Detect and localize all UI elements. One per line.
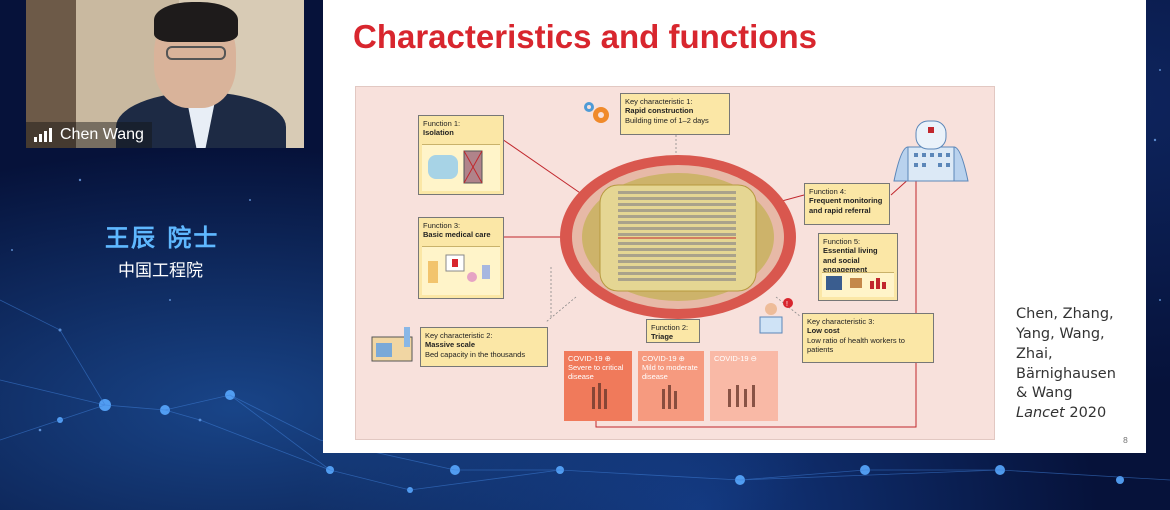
key2-heading: Key characteristic 2: <box>425 331 493 340</box>
f4-heading: Function 4: <box>809 187 847 196</box>
key3-heading: Key characteristic 3: <box>807 317 875 326</box>
key-characteristic-3-box: Key characteristic 3: Low cost Low ratio… <box>802 313 934 363</box>
citation-year: 2020 <box>1064 405 1107 422</box>
key3-detail: Low ratio of health workers to patients <box>807 335 905 355</box>
slide-page-number: 8 <box>1122 436 1128 445</box>
speaker-organization: 中国工程院 <box>118 261 203 281</box>
medicine-icon <box>428 254 490 283</box>
presentation-slide: Characteristics and functions <box>323 0 1146 453</box>
f3-title: Basic medical care <box>423 230 491 240</box>
speaker-name: Chen Wang <box>60 126 144 143</box>
function-2-box: Function 2: Triage <box>646 319 700 343</box>
speaker-video-tile[interactable] <box>26 0 304 148</box>
function-3-box: Function 3: Basic medical care <box>418 217 504 299</box>
hospital-diagram: ! Key characteristic 1: Rapid constructi… <box>355 86 995 440</box>
key2-detail: Bed capacity in the thousands <box>425 349 526 359</box>
citation-journal: Lancet <box>1016 405 1065 422</box>
speaker-chinese-name: 王辰 院士 <box>105 224 220 252</box>
speaker-glasses <box>166 46 226 60</box>
function-4-box: Function 4: Frequent monitoring and rapi… <box>804 183 890 225</box>
f5-title: Essential living and social engagement <box>823 246 878 275</box>
key2-title: Massive scale <box>425 340 476 350</box>
citation-line-4: Bärnighausen <box>1016 365 1116 382</box>
diagram-graphics: ! <box>371 102 969 428</box>
citation-line-1: Chen, Zhang, <box>1016 306 1114 322</box>
citation-journal-line: Lancet 2020 <box>1016 404 1116 424</box>
speaker-hair <box>154 2 238 42</box>
tv-icon <box>826 276 886 290</box>
signal-strength-icon <box>34 128 52 142</box>
citation-line-5: & Wang <box>1016 385 1073 402</box>
f3-heading: Function 3: <box>423 221 461 230</box>
key1-heading: Key characteristic 1: <box>625 97 693 106</box>
slide-title: Characteristics and functions <box>353 18 817 55</box>
f5-heading: Function 5: <box>823 237 861 246</box>
f2-title: Triage <box>651 332 674 342</box>
function-1-box: Function 1: Isolation <box>418 115 504 195</box>
key-characteristic-2-box: Key characteristic 2: Massive scale Bed … <box>420 327 548 367</box>
key1-title: Rapid construction <box>625 106 694 116</box>
citation-line-3: Zhai, <box>1016 345 1053 362</box>
f1-heading: Function 1: <box>423 119 461 128</box>
covid-severe-label: COVID-19 ⊕ Severe to critical disease <box>568 354 624 381</box>
speaker-name-tag: Chen Wang <box>26 122 152 148</box>
medical-care-illustration <box>422 246 500 295</box>
f4-title: Frequent monitoring and rapid referral <box>809 196 883 215</box>
key-characteristic-1-box: Key characteristic 1: Rapid construction… <box>620 93 730 135</box>
svg-text:!: ! <box>786 301 788 308</box>
function-5-box: Function 5: Essential living and social … <box>818 233 898 301</box>
citation-line-2: Yang, Wang, <box>1016 325 1105 342</box>
slide-citation: Chen, Zhang, Yang, Wang, Zhai, Bärnighau… <box>1016 305 1116 424</box>
living-illustration <box>822 272 894 297</box>
key3-title: Low cost <box>807 326 840 336</box>
mask-icon <box>428 150 483 184</box>
key1-detail: Building time of 1–2 days <box>625 115 709 125</box>
isolation-illustration <box>422 144 500 191</box>
f2-heading: Function 2: <box>651 323 689 332</box>
covid-negative-label: COVID-19 ⊖ <box>714 354 757 363</box>
f1-title: Isolation <box>423 128 454 138</box>
covid-mild-label: COVID-19 ⊕ Mild to moderate disease <box>642 354 698 381</box>
